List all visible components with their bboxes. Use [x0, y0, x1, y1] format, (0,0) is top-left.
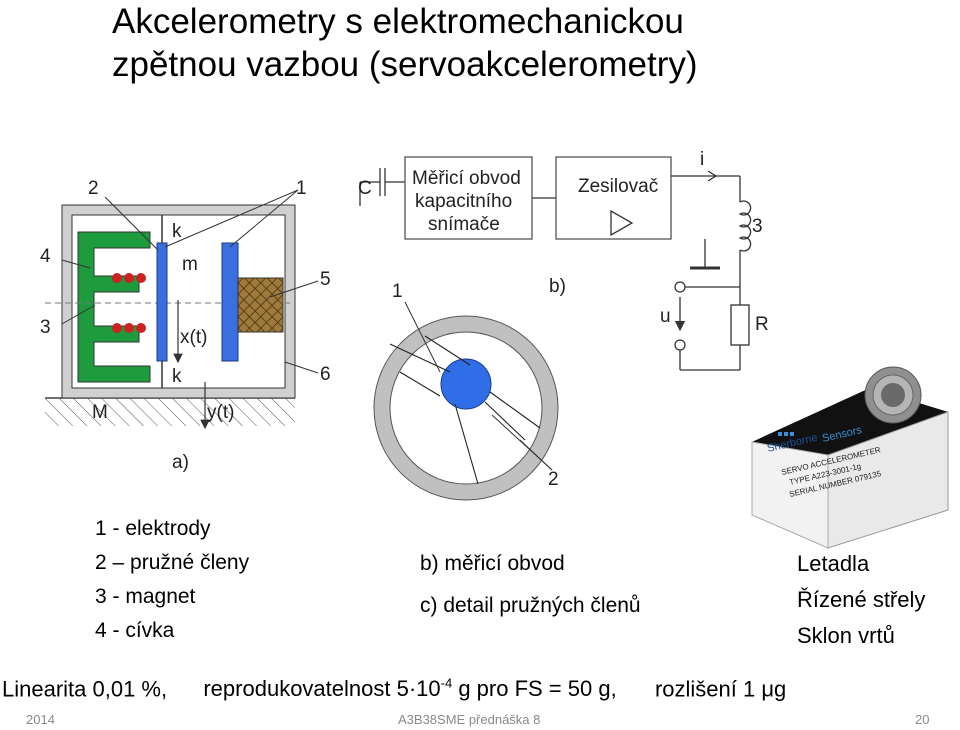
num-1-circle: 1	[392, 281, 403, 302]
legend-item: 2 – pružné členy	[95, 551, 250, 574]
spring-members	[389, 335, 541, 485]
footer-page: 20	[915, 712, 930, 727]
coils	[112, 273, 146, 333]
application-item: Letadla	[797, 551, 870, 576]
ground-hatch	[45, 398, 295, 426]
box-amp-label: Zesilovač	[578, 176, 658, 197]
label-M: M	[92, 402, 108, 423]
legend-left: 1 - elektrody 2 – pružné členy 3 - magne…	[95, 517, 249, 643]
label-xt: x(t)	[180, 327, 207, 348]
num-3-left: 3	[40, 317, 51, 338]
box-measure-line-2: kapacitního	[415, 191, 512, 212]
spec-repro: reprodukovatelnost 5·10-4 g pro FS = 50 …	[203, 676, 617, 702]
footer-year: 2014	[26, 712, 55, 727]
num-3-coil: 3	[752, 216, 763, 237]
center-mass	[440, 358, 492, 410]
num-4: 4	[40, 246, 51, 267]
application-item: Řízené střely	[797, 587, 926, 612]
amplifier-box	[555, 156, 672, 240]
label-u: u	[660, 306, 671, 327]
legend-mid: b) měřicí obvod c) detail pružných členů	[420, 552, 641, 618]
fixed-electrode	[221, 242, 239, 362]
num-2-circle: 2	[548, 469, 559, 490]
num-5: 5	[320, 269, 331, 290]
spec-resolution: rozlišení 1 μg	[654, 676, 787, 702]
label-k-top: k	[172, 221, 182, 242]
num-6: 6	[320, 364, 331, 385]
box-measure-line-1: Měřicí obvod	[412, 168, 521, 189]
label-m: m	[182, 254, 198, 275]
label-b: b)	[549, 276, 566, 297]
measure-circuit-box	[404, 156, 533, 240]
slide-title: Akcelerometry s elektromechanickou zpětn…	[112, 0, 932, 86]
label-k-bottom: k	[172, 366, 182, 387]
label-C: C	[358, 178, 372, 199]
num-1-top: 1	[296, 178, 307, 199]
label-R: R	[755, 314, 769, 335]
label-a: a)	[172, 452, 189, 473]
amplifier-triangle	[610, 209, 634, 237]
box-measure-line-3: snímače	[428, 214, 500, 235]
label-yt: y(t)	[207, 402, 234, 423]
legend-item: 4 - cívka	[95, 619, 175, 642]
resistor	[730, 304, 750, 346]
specs-line: Linearita 0,01 %, reprodukovatelnost 5·1…	[2, 676, 786, 702]
mass-electrode	[156, 242, 168, 362]
sensor-photo: Sherborne Sensors SERVO ACCELEROMETER TY…	[751, 366, 949, 549]
label-i: i	[700, 149, 704, 170]
applications-list: Letadla Řízené střely Sklon vrtů	[797, 552, 925, 648]
spec-linearity: Linearita 0,01 %,	[2, 676, 168, 702]
num-2-left: 2	[88, 178, 99, 199]
legend-item: b) měřicí obvod	[420, 552, 565, 575]
legend-item: c) detail pružných členů	[420, 594, 641, 617]
footer-course: A3B38SME přednáška 8	[398, 712, 541, 727]
title-line-1: Akcelerometry s elektromechanickou	[112, 2, 684, 41]
legend-item: 3 - magnet	[95, 585, 196, 608]
title-line-2: zpětnou vazbou (servoakcelerometry)	[112, 45, 698, 84]
coil-3	[738, 200, 752, 252]
application-item: Sklon vrtů	[797, 623, 895, 648]
legend-item: 1 - elektrody	[95, 517, 211, 540]
